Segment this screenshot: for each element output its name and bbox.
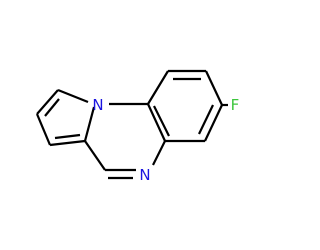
bond-lines	[35, 69, 228, 180]
bond-pyrrole-c3-c3a	[49, 139, 86, 147]
bond-n-c-pyrrole	[57, 88, 89, 104]
structure-diagram: N N F	[35, 69, 240, 184]
bond-n5-c5a	[152, 140, 166, 166]
bond-pyrrole-double-2	[54, 133, 81, 140]
bond-pyrrole-c1-c2	[36, 89, 59, 115]
atom-label-fluorine: F	[231, 96, 240, 114]
molecule-drawing: N N F	[35, 69, 240, 184]
bond-c7-c6	[204, 104, 223, 142]
atom-label-n-pyrazine: N	[139, 166, 150, 184]
bond-c9a-c5a-double	[153, 105, 170, 137]
bond-c7-c6-double	[198, 104, 214, 135]
bond-c3a-n	[83, 106, 96, 142]
bond-c8-c7	[205, 70, 223, 106]
bond-pyrrole-double-1	[44, 98, 60, 117]
bond-c9a-c9	[147, 70, 169, 105]
bond-pyrrole-c2-c3	[35, 113, 52, 146]
bond-c3a-c4	[84, 140, 106, 171]
bond-c5a-c9a	[147, 103, 166, 142]
atom-label-n-bridgehead: N	[92, 96, 103, 114]
